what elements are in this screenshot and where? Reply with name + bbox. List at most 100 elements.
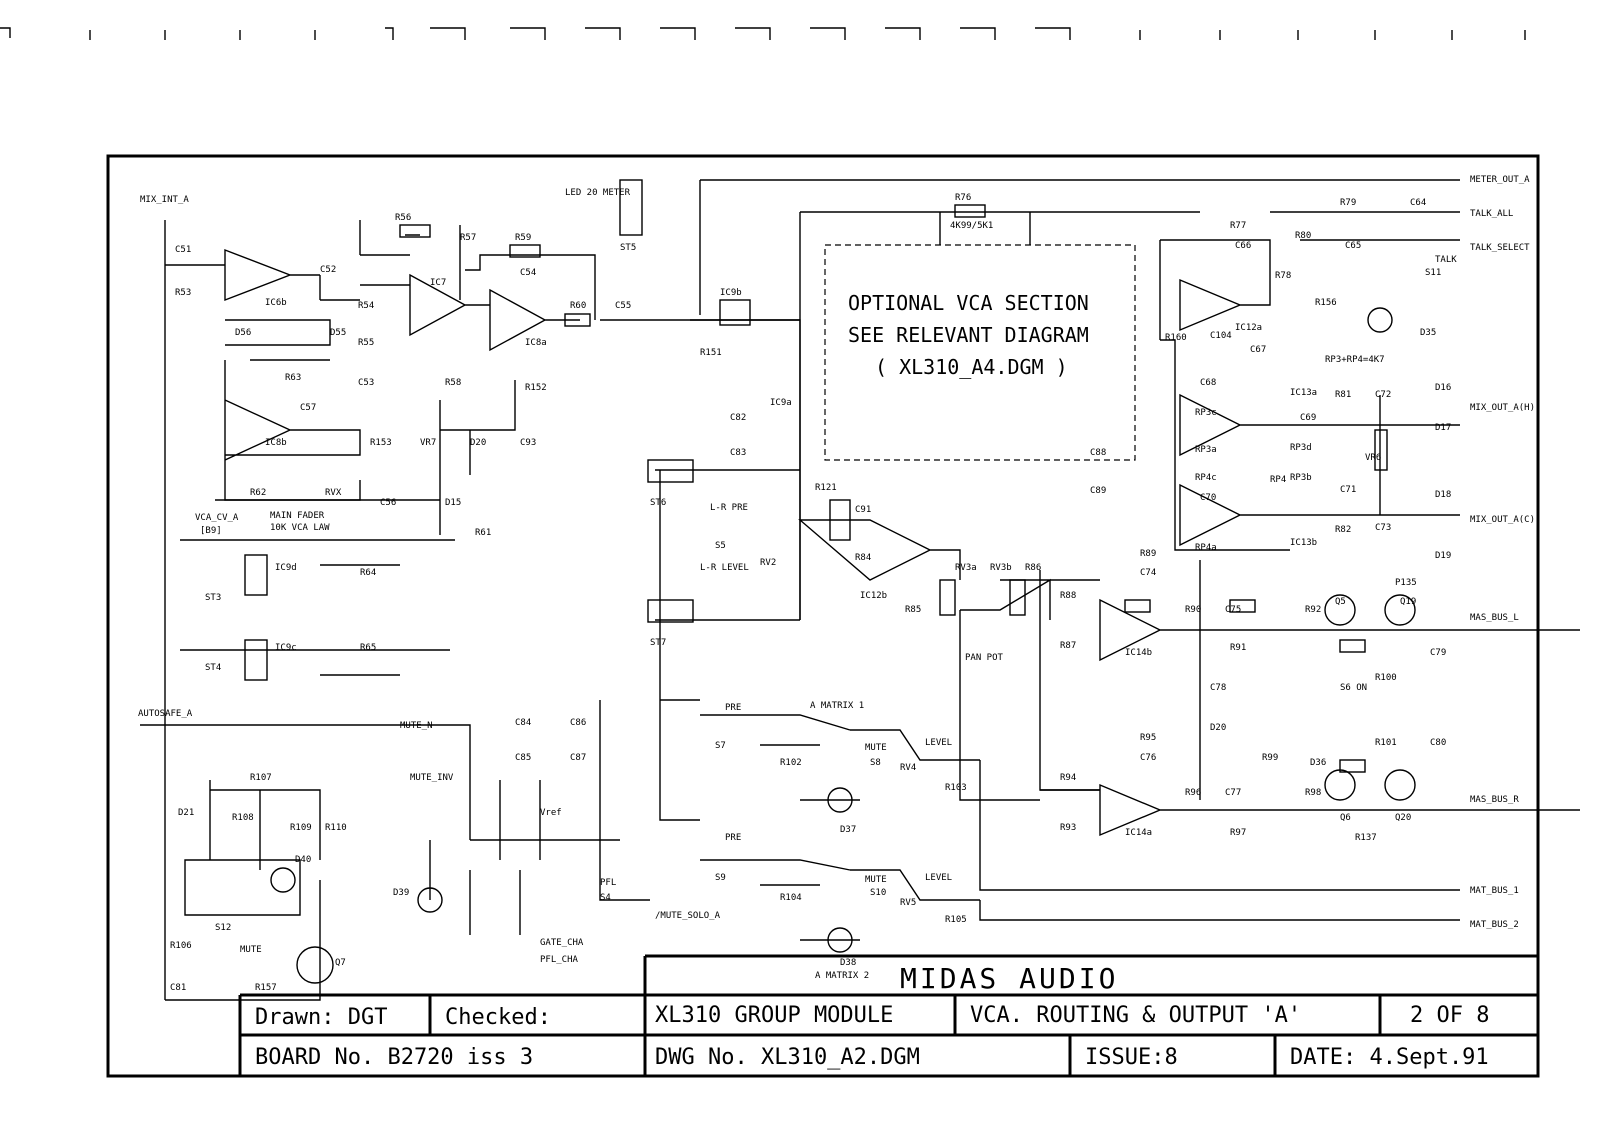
d21: D21 (178, 808, 194, 818)
q6: Q6 (1340, 813, 1351, 823)
c57: C57 (300, 403, 316, 413)
r156: R156 (1315, 298, 1337, 308)
r106: R106 (170, 941, 192, 951)
c67: C67 (1250, 345, 1266, 355)
drawn-by: Drawn: DGT (255, 1005, 387, 1030)
pan-pot: PAN POT (965, 653, 1004, 663)
c73: C73 (1375, 523, 1391, 533)
led-meter-label: LED 20 METER (565, 188, 631, 198)
c64: C64 (1410, 198, 1426, 208)
rv4: RV4 (900, 763, 916, 773)
d16: D16 (1435, 383, 1451, 393)
drawing-date: DATE: 4.Sept.91 (1290, 1045, 1489, 1070)
r92: R92 (1305, 605, 1321, 615)
st3: ST3 (205, 593, 221, 603)
sheet-subtitle: VCA. ROUTING & OUTPUT 'A' (970, 1003, 1301, 1028)
r99: R99 (1262, 753, 1278, 763)
d20: D20 (470, 438, 486, 448)
c93: C93 (520, 438, 536, 448)
c86: C86 (570, 718, 586, 728)
c76: C76 (1140, 753, 1156, 763)
vr6: VR6 (1365, 453, 1381, 463)
ic12b: IC12b (860, 591, 887, 601)
r110: R110 (325, 823, 347, 833)
mute-switch-label: MUTE (240, 945, 262, 955)
r62: R62 (250, 488, 266, 498)
net-mix-out-c: MIX_OUT_A(C) (1470, 515, 1535, 525)
pfl-label: PFL (600, 878, 616, 888)
r100: R100 (1375, 673, 1397, 683)
p135: P135 (1395, 578, 1417, 588)
rp3a: RP3a (1195, 445, 1217, 455)
r97: R97 (1230, 828, 1246, 838)
rv2: RV2 (760, 558, 776, 568)
net-mute-n: MUTE_N (400, 721, 433, 731)
c104: C104 (1210, 331, 1232, 341)
r96: R96 (1185, 788, 1201, 798)
sheet-number: 2 OF 8 (1410, 1003, 1489, 1028)
ic13a: IC13a (1290, 388, 1317, 398)
r103: R103 (945, 783, 967, 793)
c79: C79 (1430, 648, 1446, 658)
r108: R108 (232, 813, 254, 823)
r121: R121 (815, 483, 837, 493)
c55: C55 (615, 301, 631, 311)
c72: C72 (1375, 390, 1391, 400)
issue-number: ISSUE:8 (1085, 1045, 1178, 1070)
c91: C91 (855, 505, 871, 515)
checked-by: Checked: (445, 1005, 551, 1030)
pre-1: PRE (725, 703, 741, 713)
c83: C83 (730, 448, 746, 458)
c68: C68 (1200, 378, 1216, 388)
lr-pre: L-R PRE (710, 503, 748, 513)
rp4a: RP4a (1195, 543, 1217, 553)
ic14b: IC14b (1125, 648, 1152, 658)
r105: R105 (945, 915, 967, 925)
drawing-number: DWG No. XL310_A2.DGM (655, 1045, 920, 1070)
r157: R157 (255, 983, 277, 993)
rp4c: RP4c (1195, 473, 1217, 483)
st7: ST7 (650, 638, 666, 648)
r93: R93 (1060, 823, 1076, 833)
s10: S10 (870, 888, 886, 898)
c77: C77 (1225, 788, 1241, 798)
d55: D55 (330, 328, 346, 338)
c69: C69 (1300, 413, 1316, 423)
level-1: LEVEL (925, 738, 952, 748)
ic9d: IC9d (275, 563, 297, 573)
r56: R56 (395, 213, 411, 223)
net-talk-all: TALK_ALL (1470, 209, 1513, 219)
rp3d: RP3d (1290, 443, 1312, 453)
r94: R94 (1060, 773, 1076, 783)
rp3c: RP3c (1195, 408, 1217, 418)
net-mat-bus-1: MAT_BUS_1 (1470, 886, 1519, 896)
net-vca-cv-ref: [B9] (200, 526, 222, 536)
board-number: BOARD No. B2720 iss 3 (255, 1045, 533, 1070)
mute-1: MUTE (865, 743, 887, 753)
r91: R91 (1230, 643, 1246, 653)
net-mix-int: MIX_INT_A (140, 195, 189, 205)
r151: R151 (700, 348, 722, 358)
notice-line-3: ( XL310_A4.DGM ) (875, 355, 1068, 379)
module-name: XL310 GROUP MODULE (655, 1003, 893, 1028)
r55: R55 (358, 338, 374, 348)
r60: R60 (570, 301, 586, 311)
s7: S7 (715, 741, 726, 751)
c52: C52 (320, 265, 336, 275)
r88: R88 (1060, 591, 1076, 601)
r79: R79 (1340, 198, 1356, 208)
rp3b: RP3b (1290, 473, 1312, 483)
q20: Q20 (1395, 813, 1411, 823)
r104: R104 (780, 893, 802, 903)
r86: R86 (1025, 563, 1041, 573)
ic8a: IC8a (525, 338, 547, 348)
s4: S4 (600, 893, 611, 903)
c54: C54 (520, 268, 536, 278)
st5: ST5 (620, 243, 636, 253)
c51: C51 (175, 245, 191, 255)
d56: D56 (235, 328, 251, 338)
c89: C89 (1090, 486, 1106, 496)
d37: D37 (840, 825, 856, 835)
net-mute-inv: MUTE_INV (410, 773, 454, 783)
